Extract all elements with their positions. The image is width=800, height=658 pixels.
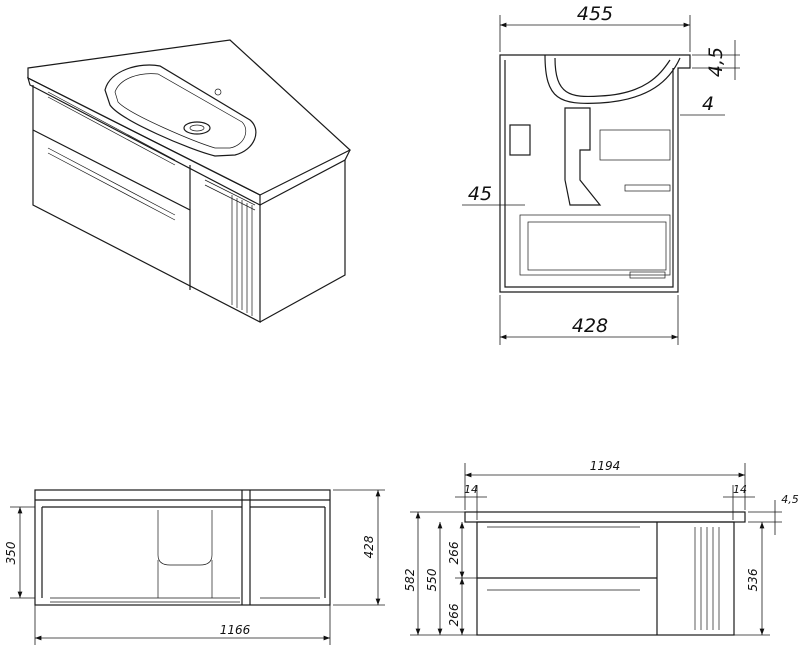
front-open-view: 1166 350 428: [4, 489, 385, 645]
dim-side-height: 536: [746, 568, 760, 591]
dim-left-offset: 45: [468, 183, 492, 205]
dim-height: 428: [362, 535, 376, 558]
dim-drawer-top: 266: [447, 541, 461, 564]
dim-overhang-right: 14: [733, 483, 747, 496]
dim-drawer-bottom: 266: [447, 603, 461, 626]
isometric-view: [27, 39, 352, 323]
dim-top-thickness: 4,5: [781, 493, 799, 506]
front-view: 1194 14 14 4,5 582 550 266 266 536: [403, 459, 799, 636]
dim-top-width: 455: [577, 3, 613, 25]
dim-wall: 4: [702, 93, 714, 115]
dim-bottom-width: 428: [572, 315, 608, 337]
dim-width: 1166: [220, 623, 251, 637]
dim-overhang-left: 14: [464, 483, 478, 496]
dim-body-height: 550: [425, 568, 439, 591]
dim-inner-height: 350: [4, 541, 18, 564]
side-section-view: 455 428 45 4 4,5: [462, 3, 740, 345]
dim-top-width: 1194: [590, 459, 621, 473]
dim-total-height: 582: [403, 569, 417, 592]
dim-top-thickness: 4,5: [705, 47, 727, 77]
